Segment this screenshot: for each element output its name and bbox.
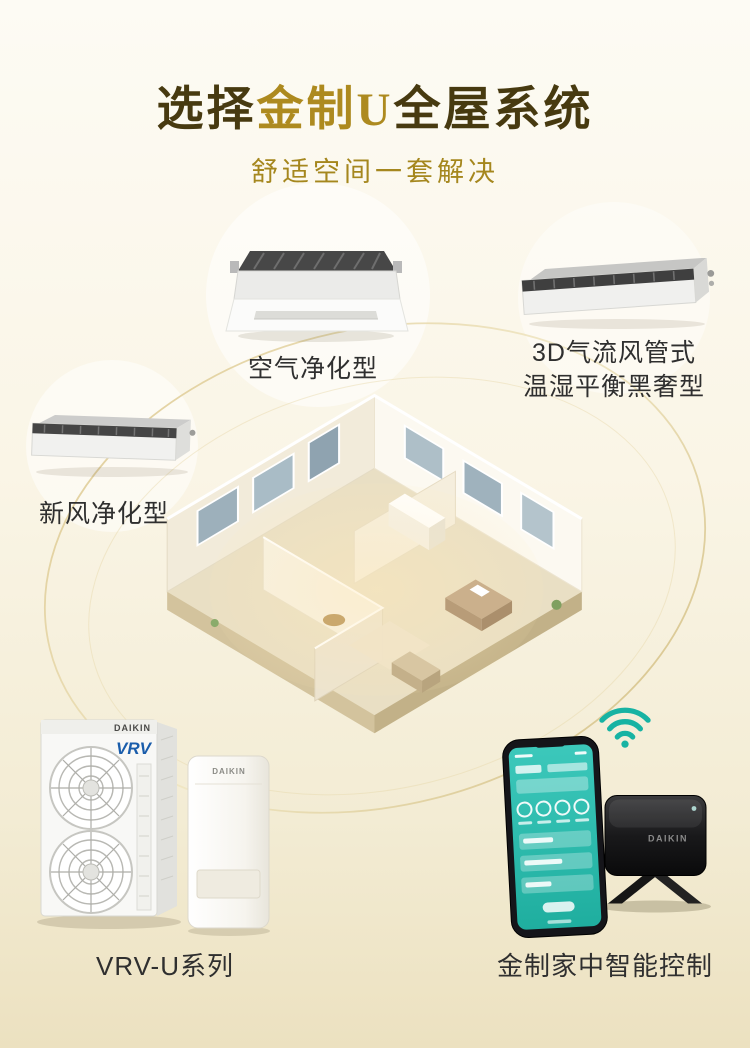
- duct-unit-air-purifier-image: [225, 251, 409, 342]
- label-smart-control: 金制家中智能控制: [496, 951, 713, 981]
- side-slats: [160, 735, 174, 881]
- title-suffix: 全屋系统: [393, 84, 594, 136]
- smart-controller-image: DAIKIN: [599, 795, 711, 913]
- duct-unit-3d-airflow-image: [521, 258, 715, 329]
- floor-plan-illustration: [166, 393, 583, 734]
- status-led: [691, 806, 697, 811]
- smartphone-app-image: [502, 735, 608, 939]
- app-screen-content: [514, 751, 594, 924]
- fan-grille-bottom: [49, 830, 133, 914]
- windows-left-wall: [196, 423, 341, 547]
- label-3d-airflow-line1: 3D气流风管式: [532, 339, 696, 367]
- page-title: 选择金制U全屋系统: [0, 70, 750, 139]
- vrv-brand-logo: DAIKIN: [114, 723, 151, 733]
- duct-unit-fresh-air-image: [31, 414, 196, 477]
- vent-slats: [533, 270, 675, 290]
- title-highlight: 金制U: [256, 84, 394, 136]
- fan-grille-top: [49, 746, 133, 830]
- label-vrv-series: VRV-U系列: [96, 951, 234, 981]
- windows-right-wall: [403, 424, 555, 551]
- controller-brand-logo: DAIKIN: [648, 834, 688, 844]
- front-slats: [139, 775, 149, 897]
- phone-notch: [535, 739, 566, 748]
- controller-stand: [608, 871, 662, 904]
- intake-grille: [253, 252, 381, 270]
- page-subtitle: 舒适空间一套解决: [251, 157, 499, 187]
- label-air-purifier-type: 空气净化型: [247, 355, 378, 383]
- hydro-tank-image: DAIKIN: [187, 755, 270, 936]
- wifi-icon: [599, 707, 651, 748]
- label-3d-airflow-line2: 温湿平衡黑奢型: [522, 373, 705, 401]
- label-fresh-air-type: 新风净化型: [38, 500, 169, 528]
- vrv-series-logo: VRV: [116, 739, 153, 758]
- tank-brand-logo: DAIKIN: [212, 767, 246, 776]
- vent-slats: [43, 424, 170, 437]
- vrv-outdoor-unit-image: DAIKIN VRV: [37, 719, 181, 929]
- title-prefix: 选择: [156, 84, 257, 136]
- label-3d-airflow-type: 3D气流风管式 温湿平衡黑奢型: [500, 336, 728, 404]
